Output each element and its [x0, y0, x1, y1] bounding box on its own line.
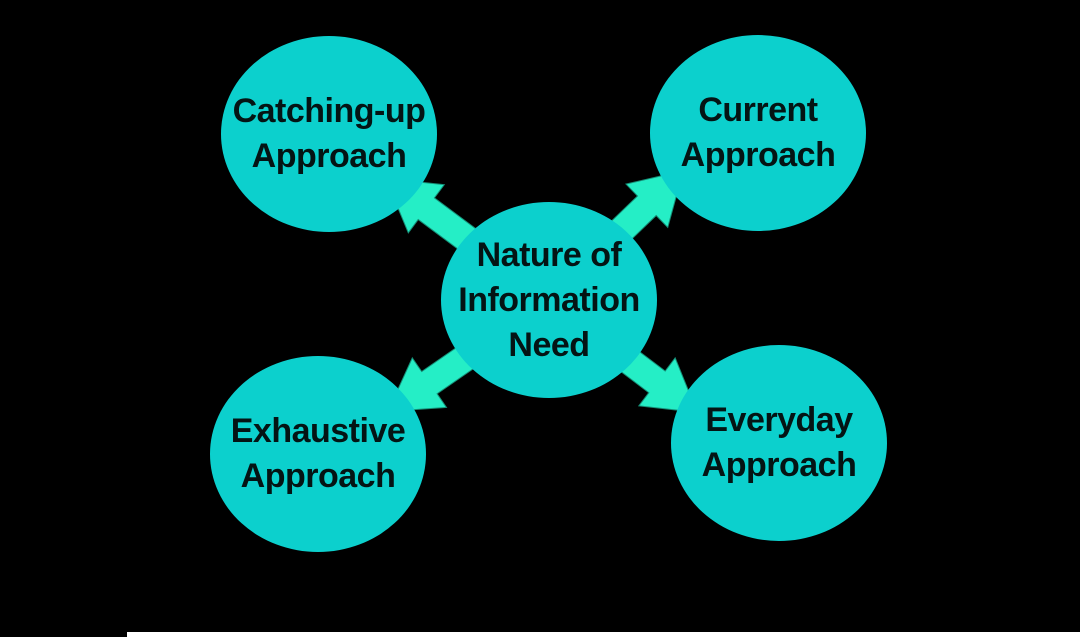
- node-exhaustive-approach: Exhaustive Approach: [210, 356, 426, 552]
- node-nature-of-information-need: Nature of Information Need: [441, 202, 657, 398]
- node-label-line: Approach: [701, 446, 857, 484]
- node-label-line: Exhaustive: [230, 412, 406, 450]
- node-label-line: Approach: [680, 136, 836, 174]
- node-label-line: Nature of: [476, 235, 622, 274]
- node-current-approach: Current Approach: [650, 35, 866, 231]
- node-label-line: Information: [458, 280, 640, 319]
- node-everyday-approach: Everyday Approach: [671, 345, 887, 541]
- node-label-line: Current: [698, 91, 818, 129]
- node-label-line: Approach: [240, 457, 396, 495]
- node-label-line: Need: [508, 325, 590, 364]
- node-label-line: Catching-up: [232, 92, 426, 130]
- node-label-line: Approach: [251, 137, 407, 175]
- bottom-edge-strip: [127, 632, 1080, 637]
- node-catching-up-approach: Catching-up Approach: [221, 36, 437, 232]
- node-label-line: Everyday: [705, 401, 853, 439]
